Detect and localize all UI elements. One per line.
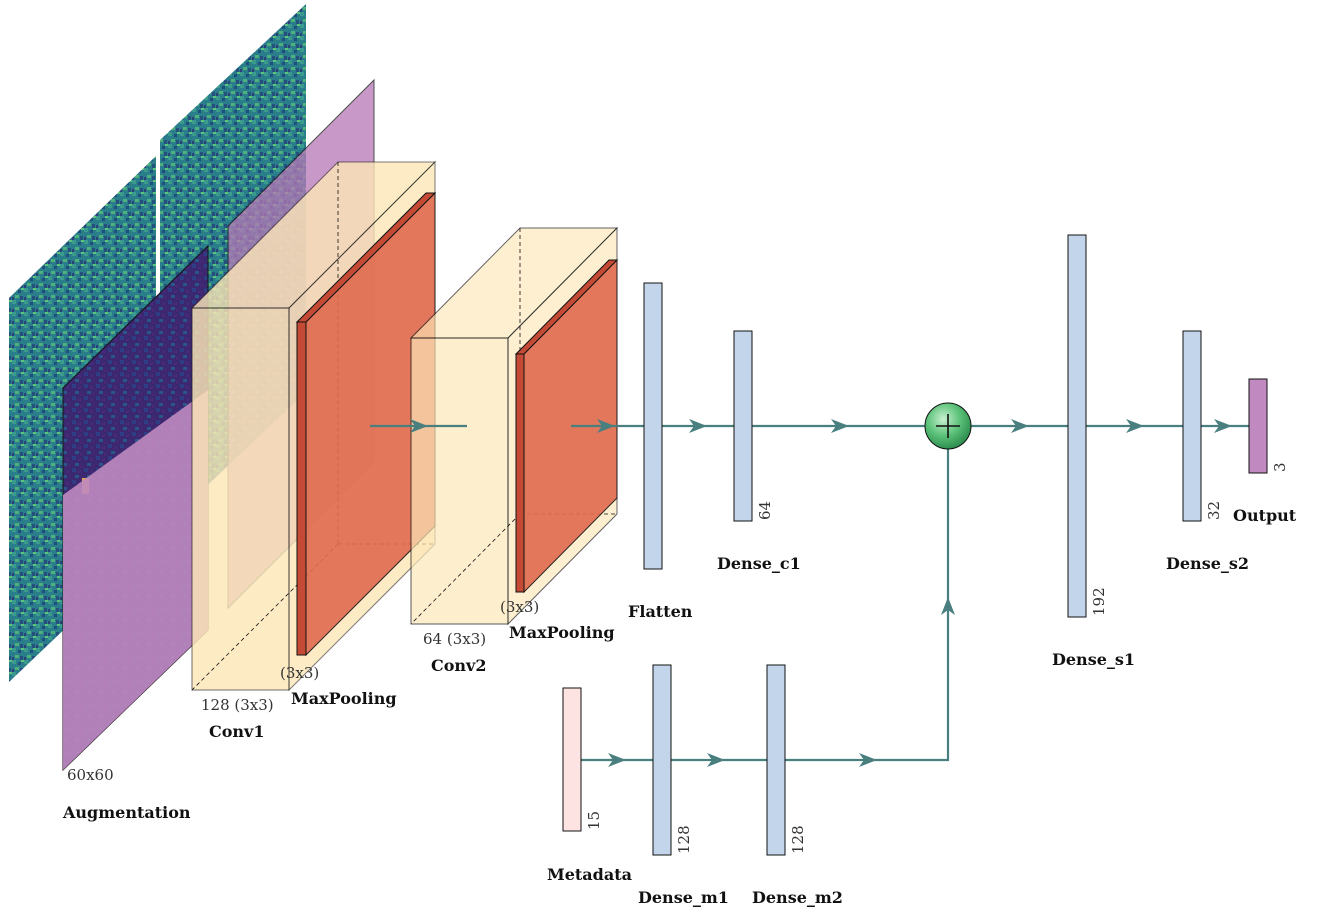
pool1-label: MaxPooling bbox=[291, 689, 397, 708]
dense-m2-units: 128 bbox=[789, 825, 807, 854]
labels: 60x60 Augmentation 128 (3x3) Conv1 (3x3)… bbox=[62, 462, 1297, 907]
arrowhead bbox=[597, 419, 615, 433]
pool2-front-face bbox=[515, 353, 525, 593]
conv2-dims-label: 64 (3x3) bbox=[423, 630, 486, 648]
flatten-label: Flatten bbox=[628, 602, 693, 621]
connections bbox=[370, 419, 1249, 767]
conv2-front-face bbox=[410, 337, 509, 625]
dense-s1-bar bbox=[1067, 234, 1087, 618]
output-label: Output bbox=[1233, 506, 1297, 525]
conv1-dims-label: 128 (3x3) bbox=[201, 696, 274, 714]
pool1-front-face bbox=[296, 321, 307, 656]
pool1-top-face bbox=[295, 192, 437, 323]
conv2-hidden-edge bbox=[410, 513, 521, 625]
metadata-label: Metadata bbox=[547, 865, 632, 884]
output-bar bbox=[1248, 378, 1268, 474]
conv1-front-face bbox=[191, 307, 290, 691]
arrowhead bbox=[689, 419, 707, 433]
pool1-dims-label: (3x3) bbox=[280, 664, 319, 682]
conv1-label: Conv1 bbox=[209, 722, 264, 741]
dense-layers bbox=[562, 234, 1268, 856]
dense-s2-label: Dense_s2 bbox=[1166, 554, 1249, 573]
dense-c1-label: Dense_c1 bbox=[717, 554, 801, 573]
dense-c1-bar bbox=[733, 330, 753, 522]
arrowhead bbox=[608, 753, 626, 767]
dense-m2-label: Dense_m2 bbox=[752, 888, 843, 907]
arrowhead bbox=[1126, 419, 1144, 433]
arrowhead bbox=[1011, 419, 1029, 433]
dense-m2-bar bbox=[766, 664, 786, 856]
output-units: 3 bbox=[1271, 462, 1289, 472]
pool2-dims-label: (3x3) bbox=[500, 598, 539, 616]
arrowhead bbox=[859, 753, 877, 767]
dense-m1-label: Dense_m1 bbox=[638, 888, 729, 907]
input-size-label: 60x60 bbox=[67, 766, 114, 784]
dense-s1-label: Dense_s1 bbox=[1052, 650, 1135, 669]
metadata-units: 15 bbox=[585, 811, 603, 830]
dense-m1-bar bbox=[652, 664, 672, 856]
pool2-top-face bbox=[514, 259, 619, 355]
add-node bbox=[924, 402, 972, 450]
conv2-label: Conv2 bbox=[431, 656, 486, 675]
augmentation-overlay bbox=[63, 390, 208, 770]
dense-s2-bar bbox=[1182, 330, 1202, 522]
arrowhead bbox=[941, 597, 955, 615]
dense-c1-units: 64 bbox=[756, 501, 774, 520]
pool2-block bbox=[514, 258, 619, 594]
dense-s1-units: 192 bbox=[1090, 587, 1108, 616]
augmentation-label: Augmentation bbox=[62, 803, 191, 822]
flatten-bar bbox=[643, 282, 663, 570]
arrowhead bbox=[831, 419, 849, 433]
dense-m1-units: 128 bbox=[675, 825, 693, 854]
arrowhead bbox=[410, 419, 428, 433]
pool1-block bbox=[295, 191, 437, 657]
pool2-label: MaxPooling bbox=[509, 623, 615, 642]
metadata-bar bbox=[562, 687, 582, 832]
arrowhead bbox=[707, 753, 725, 767]
arrow-dense-m2-add bbox=[785, 449, 950, 762]
arrowhead bbox=[1214, 419, 1232, 433]
dense-s2-units: 32 bbox=[1205, 501, 1223, 520]
